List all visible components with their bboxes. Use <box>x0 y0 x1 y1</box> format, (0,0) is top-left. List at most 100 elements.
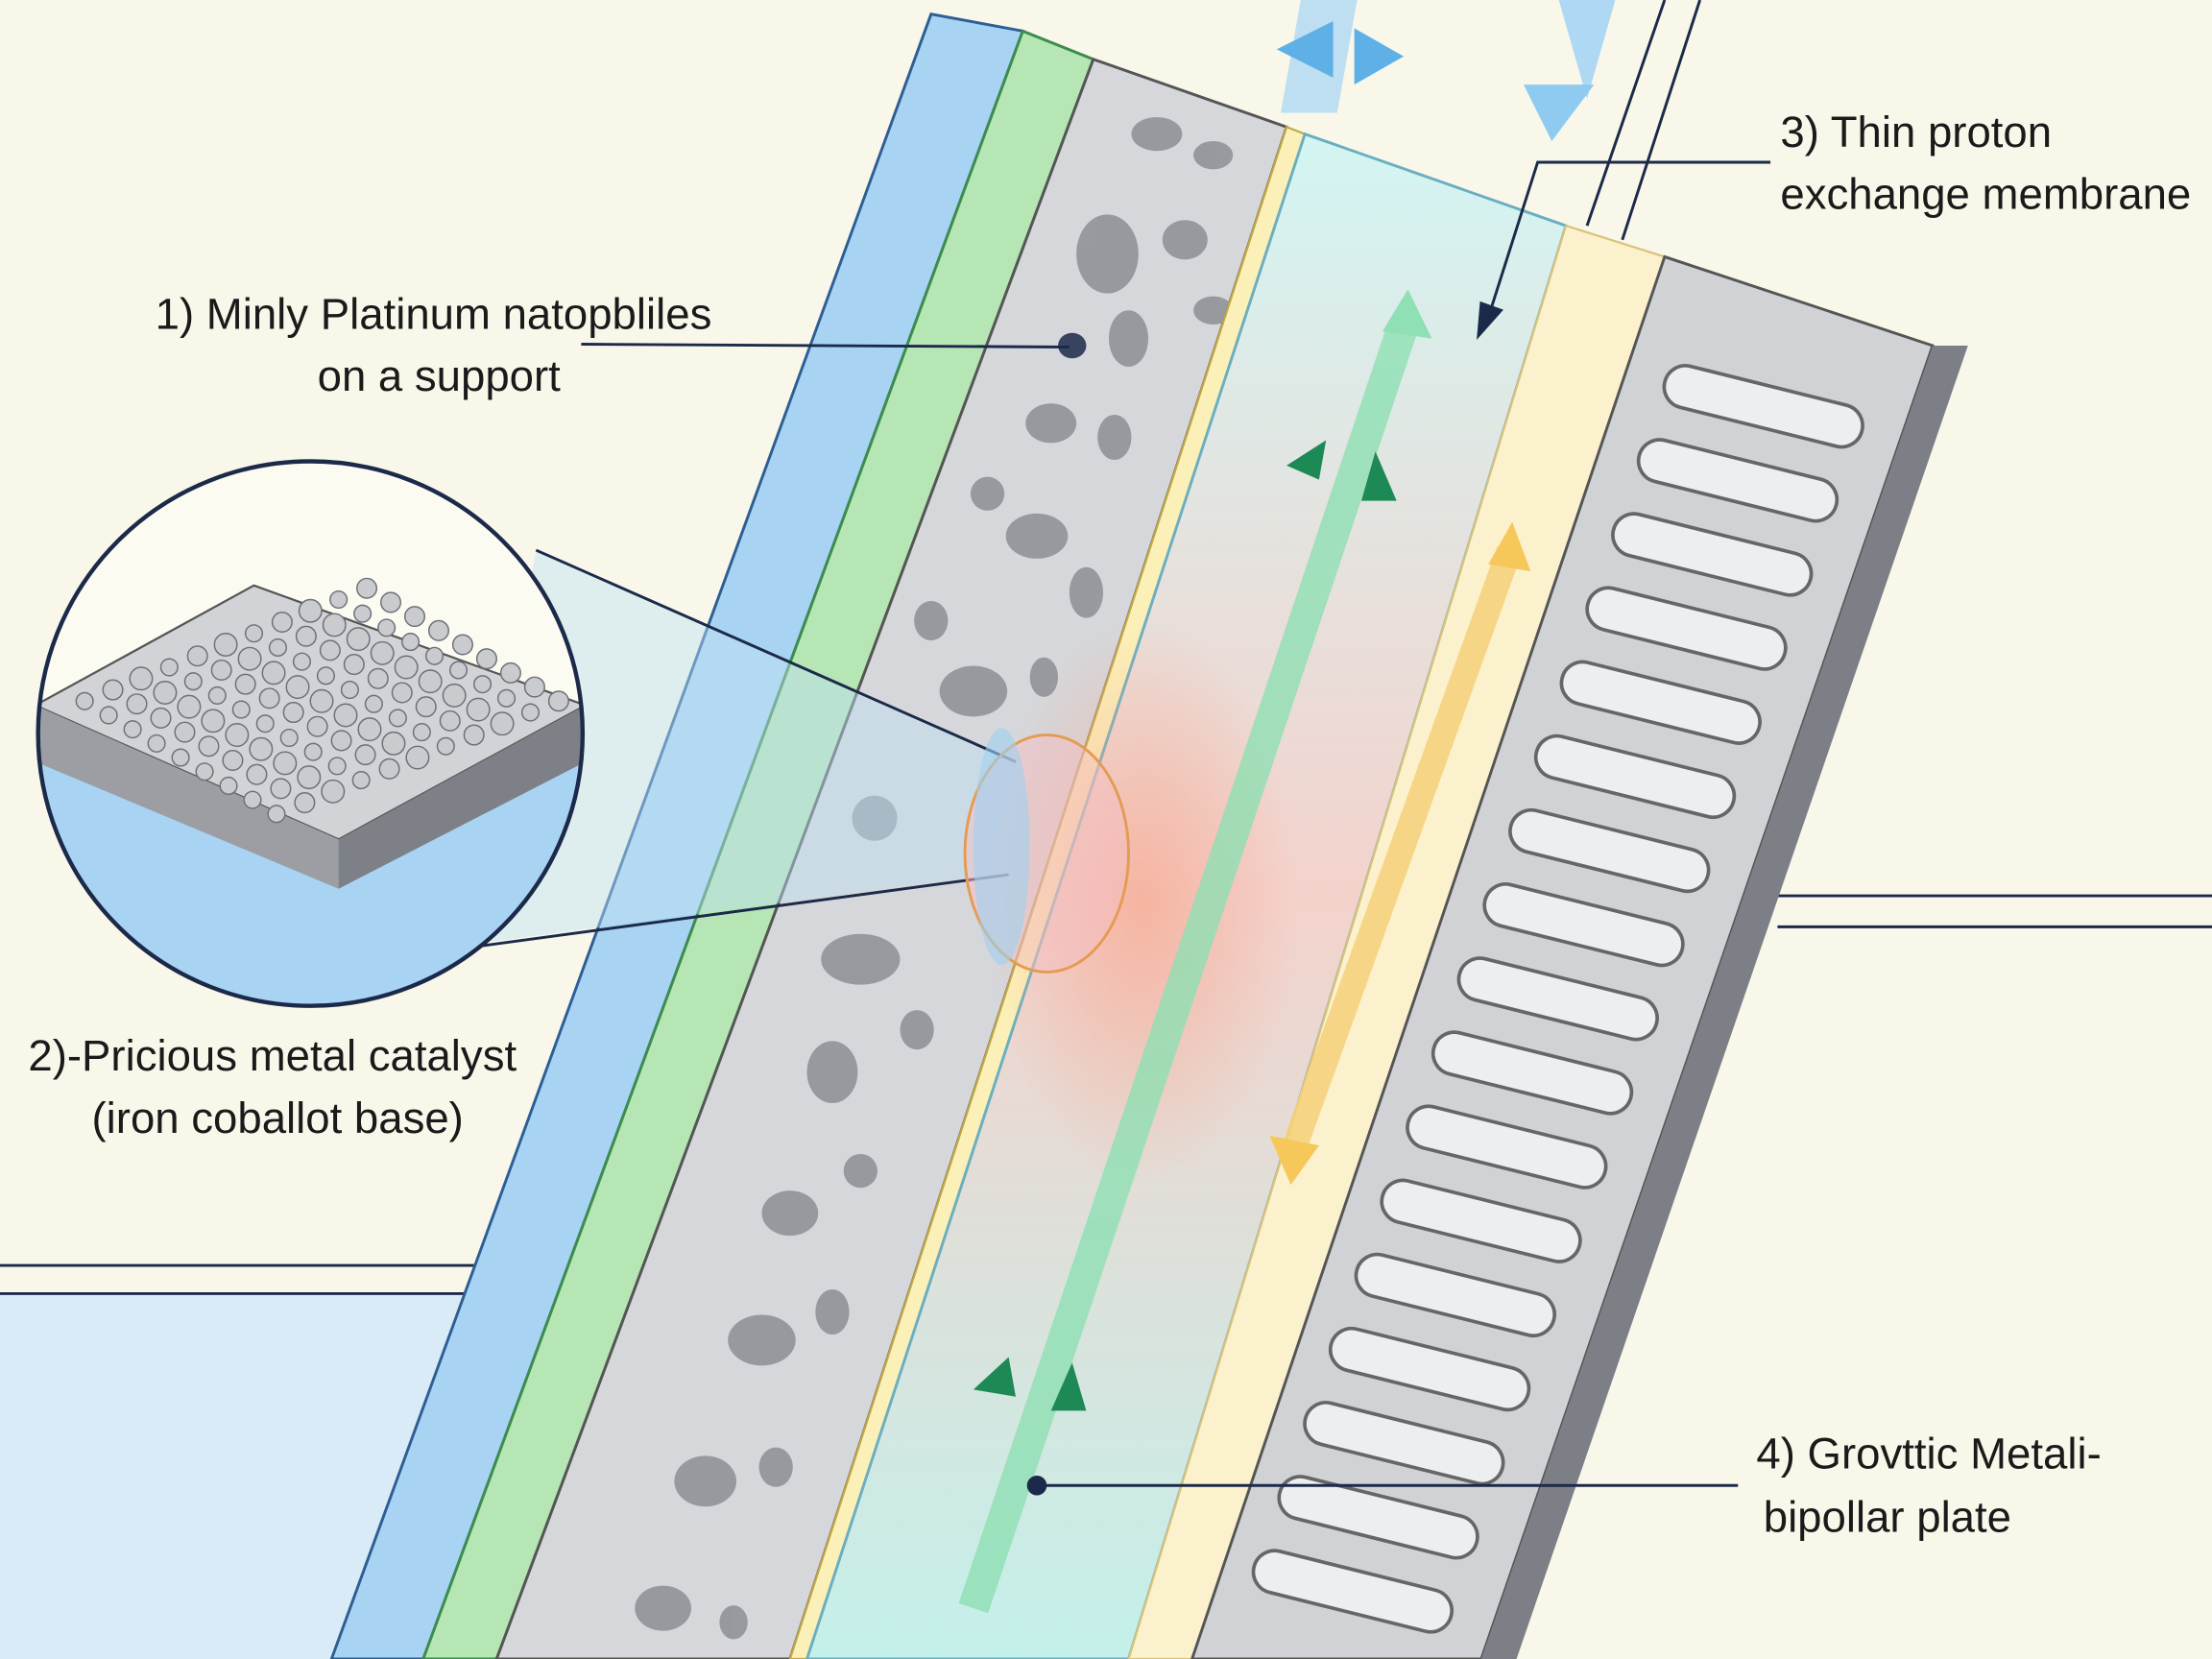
zoom-inset-circle-icon <box>36 459 1130 1008</box>
nanoparticle <box>340 680 359 700</box>
nanoparticle <box>388 709 407 728</box>
nanoparticle <box>343 654 365 676</box>
porous-particles <box>635 116 1234 1640</box>
flow-channel-slot <box>1303 1401 1505 1486</box>
nanoparticle <box>171 748 190 767</box>
nanoparticle <box>442 683 467 708</box>
nanoparticle <box>303 742 323 761</box>
nanoparticle <box>472 675 493 694</box>
yellow-band <box>1127 224 1667 1659</box>
nanoparticle <box>258 687 280 709</box>
flow-channel-slot <box>1251 1549 1454 1634</box>
nanoparticle <box>436 736 455 756</box>
nanoparticle <box>322 613 347 637</box>
nanoparticle <box>177 694 202 719</box>
nanoparticle <box>126 693 148 715</box>
nanoparticle <box>354 744 376 766</box>
flow-arrow-blue-icon <box>1276 0 1616 141</box>
flow-channel-slot <box>1508 807 1711 894</box>
nanoparticle <box>306 715 328 737</box>
flow-channel-slot <box>1328 1326 1531 1412</box>
nanoparticle <box>273 751 298 776</box>
nanoparticle <box>367 667 389 689</box>
nanoparticle <box>496 688 517 708</box>
nanoparticle <box>183 672 203 691</box>
nanoparticle <box>391 682 413 704</box>
nanoparticle <box>466 697 491 722</box>
nanoparticle <box>249 736 274 761</box>
nanoparticle <box>309 688 334 713</box>
flow-channel-slot <box>1585 586 1788 671</box>
leader-lines <box>581 160 1771 1496</box>
nanoparticle <box>99 706 118 725</box>
nanoparticle <box>357 717 382 742</box>
flow-channel-slot <box>1611 512 1814 597</box>
nanoparticle <box>329 589 349 610</box>
nanoparticle <box>231 700 251 719</box>
nanoparticle <box>186 645 208 667</box>
nanoparticle <box>195 762 214 781</box>
nanoparticle <box>327 757 347 776</box>
flow-channel-slot <box>1559 660 1762 745</box>
nanoparticle <box>412 723 431 742</box>
nanoparticle <box>490 711 515 736</box>
nanoparticle <box>255 714 275 733</box>
nanoparticle <box>333 703 358 728</box>
nanoparticle <box>523 676 545 698</box>
background-rails <box>0 0 2212 1295</box>
gas-diffusion-layer <box>329 12 1025 1659</box>
nanoparticle <box>292 652 311 671</box>
nanoparticle <box>415 696 437 718</box>
flow-channel-slot <box>1380 1178 1582 1263</box>
nanoparticle <box>418 669 443 694</box>
nanoparticle <box>330 730 352 752</box>
nanoparticle <box>237 646 262 671</box>
nanoparticle <box>282 702 304 724</box>
nanoparticle <box>198 735 220 757</box>
nanoparticle <box>321 779 346 804</box>
label-2-line-1: 2)-Pricious metal catalyst <box>28 1031 517 1080</box>
nanoparticle <box>463 724 485 746</box>
nanoparticle <box>219 776 238 795</box>
nanoparticle <box>319 639 341 661</box>
nanoparticle <box>520 703 541 722</box>
nanoparticle <box>351 771 371 790</box>
flow-channel-slot <box>1456 956 1659 1042</box>
nanoparticle <box>316 666 335 685</box>
nanoparticle <box>439 709 461 732</box>
nanoparticle <box>285 675 310 700</box>
flow-channel-slot <box>1431 1030 1634 1116</box>
nanoparticle <box>394 655 419 680</box>
nanoparticle <box>405 745 430 770</box>
nanoparticle <box>222 749 244 772</box>
label-1-line-1: 1) Minly Platinum natopbliles <box>156 289 712 338</box>
nanoparticle <box>225 723 250 748</box>
nanoparticle <box>298 598 323 623</box>
nanoparticle <box>123 720 142 739</box>
nanoparticle <box>129 666 154 691</box>
nanoparticle <box>475 648 497 670</box>
flow-channel-slot <box>1636 438 1839 523</box>
nanoparticle <box>370 640 395 665</box>
flow-channel-slot <box>1277 1475 1479 1560</box>
nanoparticle <box>147 733 166 753</box>
label-3-line-2: exchange membrane <box>1780 169 2191 218</box>
nanoparticle <box>451 634 473 656</box>
nanoparticle <box>244 624 264 643</box>
nanoparticle <box>270 778 292 800</box>
nanoparticle <box>346 627 371 652</box>
nanoparticle <box>294 792 316 814</box>
nanoparticle <box>364 694 383 713</box>
nanoparticle <box>353 604 373 623</box>
nanoparticle <box>207 685 227 705</box>
nanoparticle <box>356 577 378 599</box>
nanoparticle <box>499 661 521 684</box>
catalyst-layer <box>421 29 1095 1659</box>
nanoparticle <box>271 611 293 634</box>
nanoparticle <box>213 633 238 657</box>
nanoparticle <box>174 721 196 743</box>
flow-channel-slot <box>1662 364 1864 449</box>
bipolar-plate-edge <box>1480 346 1968 1659</box>
nanoparticle <box>547 690 569 712</box>
